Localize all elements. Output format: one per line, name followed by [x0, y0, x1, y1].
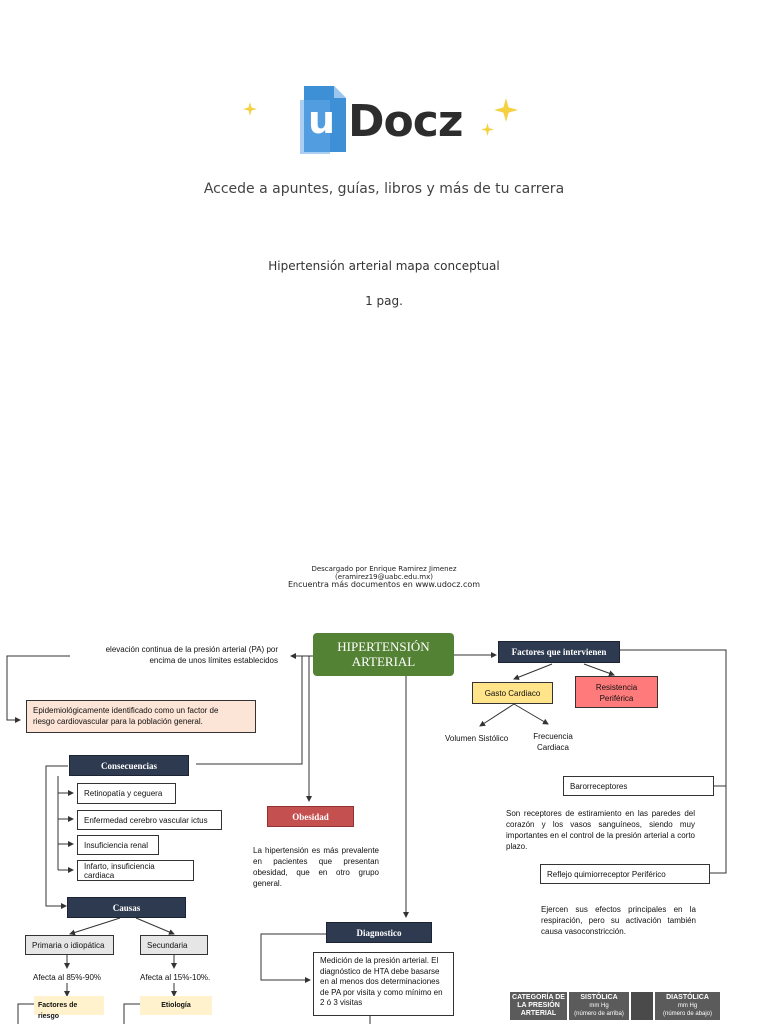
factores-riesgo-node: Factores de riesgo: [34, 996, 104, 1020]
consequence-item: Retinopatía y ceguera: [77, 783, 176, 804]
page-count: 1 pag.: [365, 294, 403, 308]
primaria-node: Primaria o idiopática: [25, 935, 114, 955]
watermark-line: (eramirez19@uabc.edu.mx): [335, 573, 433, 581]
epidemiology-line: riesgo cardiovascular para la población …: [33, 717, 203, 726]
download-watermark: Descargado por Enrique Ramirez Jimenez (…: [0, 565, 768, 589]
afecta-secundaria-text: Afecta al 15%-10%.: [140, 973, 211, 982]
consequence-item: Insuficiencia renal: [77, 835, 159, 855]
main-title-line: ARTERIAL: [351, 654, 416, 669]
table-header-unit: mm Hg: [677, 1003, 698, 1009]
table-header-unit: mm Hg: [589, 1003, 609, 1009]
secundaria-node: Secundaria: [140, 935, 208, 955]
table-header-note: (número de arriba): [574, 1011, 624, 1017]
definition-line: encima de unos límites establecidos: [149, 656, 278, 665]
definition-line: elevación continua de la presión arteria…: [105, 645, 278, 654]
resistencia-line: Periférica: [599, 694, 634, 703]
watermark-line: Encuentra más documentos en www.udocz.co…: [287, 580, 481, 589]
barorreceptores-node: Barorreceptores: [563, 776, 714, 796]
sparkle-icon: [243, 102, 257, 116]
table-header-line: DIASTÓLICA: [666, 994, 709, 1001]
volumen-sistolico-text: Volumen Sistólico: [445, 734, 509, 743]
frecuencia-line: Cardiaca: [536, 743, 569, 752]
consequence-item: Infarto, insuficiencia cardiaca: [77, 860, 194, 881]
resistencia-line: Resistencia: [595, 683, 638, 692]
sparkle-icon: [494, 98, 518, 122]
reflejo-text: Ejercen sus efectos principales en la re…: [541, 905, 696, 936]
diagnostico-text-box: Medición de la presión arterial. El diag…: [313, 952, 454, 1016]
document-title[interactable]: Hipertensión arterial mapa conceptual: [268, 259, 500, 273]
frecuencia-cardiaca-text: Frecuencia Cardiaca: [525, 731, 581, 753]
causas-node: Causas: [67, 897, 186, 918]
obesidad-text: La hipertensión es más prevalente en pac…: [253, 846, 379, 888]
frecuencia-line: Frecuencia: [533, 732, 573, 741]
afecta-primaria-text: Afecta al 85%-90%: [33, 973, 102, 982]
table-header-category: CATEGORÍA DE LA PRESIÓN ARTERIAL: [510, 992, 569, 1020]
diagnostico-node: Diagnostico: [326, 922, 432, 943]
consecuencias-node: Consecuencias: [69, 755, 189, 776]
udocz-logo: u Docz: [300, 86, 470, 156]
logo-text: Docz: [348, 96, 463, 147]
table-header-line: SISTÓLICA: [580, 994, 618, 1001]
obesidad-node: Obesidad: [267, 806, 354, 827]
factores-intervienen-node: Factores que intervienen: [498, 641, 620, 663]
epidemiology-box: Epidemiológicamente identificado como un…: [26, 700, 256, 733]
bp-category-table: CATEGORÍA DE LA PRESIÓN ARTERIAL SISTÓLI…: [510, 992, 724, 1024]
tagline: Accede a apuntes, guías, libros y más de…: [203, 181, 565, 197]
barorreceptores-text: Son receptores de estiramiento en las pa…: [506, 809, 695, 851]
table-header-systolic: SISTÓLICA mm Hg (número de arriba): [568, 992, 631, 1020]
definition-text: elevación continua de la presión arteria…: [60, 644, 278, 666]
resistencia-node: Resistencia Periférica: [575, 676, 658, 708]
table-header-line: CATEGORÍA DE: [512, 994, 565, 1001]
main-title-node: HIPERTENSIÓN ARTERIAL: [313, 633, 454, 676]
watermark-line: Descargado por Enrique Ramirez Jimenez: [311, 565, 457, 573]
main-title-line: HIPERTENSIÓN: [337, 639, 430, 654]
table-header-diastolic: DIASTÓLICA mm Hg (número de abajo): [654, 992, 720, 1020]
etiologia-node: Etiología: [140, 996, 212, 1015]
consequence-item: Enfermedad cerebro vascular ictus: [77, 810, 222, 830]
table-header-line: ARTERIAL: [520, 1010, 557, 1017]
table-header-spacer: [630, 992, 655, 1020]
gasto-cardiaco-node: Gasto Cardiaco: [472, 682, 553, 704]
sparkle-icon: [481, 123, 494, 136]
reflejo-node: Reflejo quimiorreceptor Periférico: [540, 864, 710, 884]
document-logo-icon: [300, 86, 346, 154]
table-header-line: LA PRESIÓN: [517, 1002, 560, 1009]
epidemiology-line: Epidemiológicamente identificado como un…: [33, 706, 219, 715]
table-header-note: (número de abajo): [662, 1011, 713, 1017]
logo-letter: u: [308, 98, 336, 142]
